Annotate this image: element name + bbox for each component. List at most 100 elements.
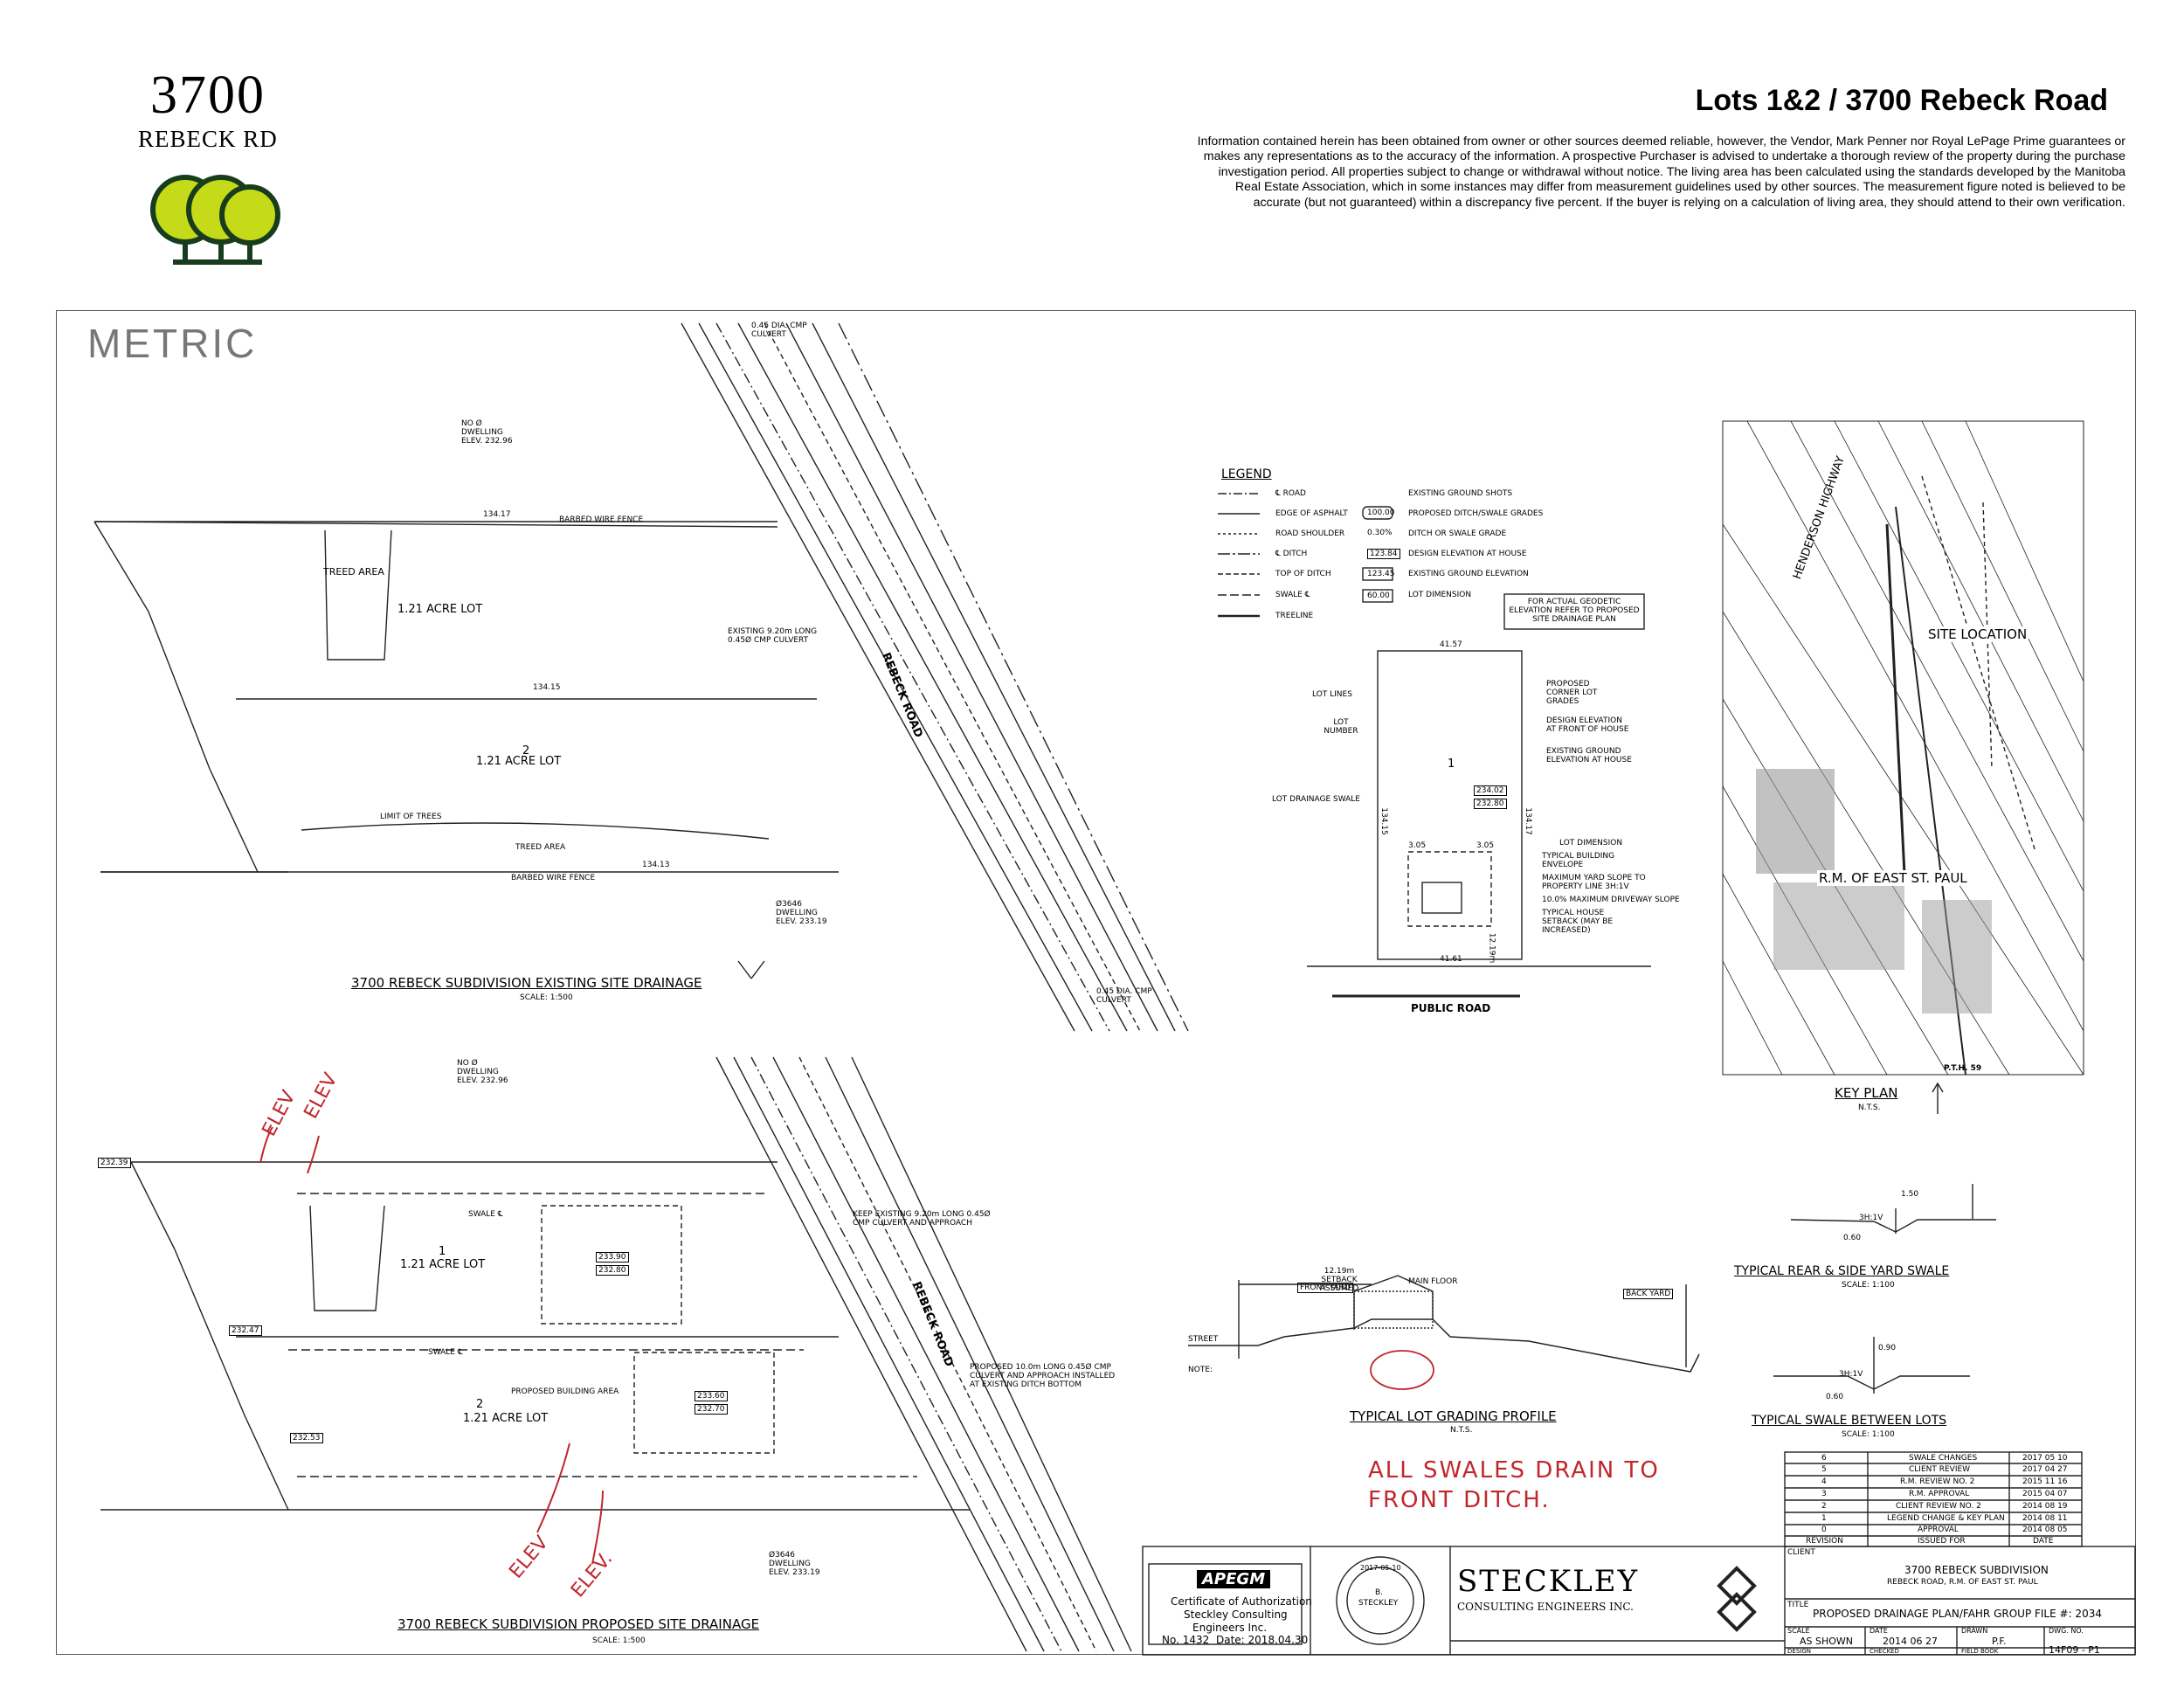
logo-number: 3700 <box>150 66 266 125</box>
between-swale-slope: 3H:1V <box>1839 1370 1863 1379</box>
typical-depth-right: 134.17 <box>1523 807 1532 835</box>
profile-title: TYPICAL LOT GRADING PROFILE <box>1350 1408 1557 1424</box>
typical-design-elev: 234.02 <box>1474 785 1507 796</box>
proposed-swale-label-2: SWALE ℄ <box>468 1210 503 1219</box>
existing-dim-bot: 134.13 <box>642 861 670 869</box>
legend-item: TREELINE <box>1275 612 1314 620</box>
revision-date: 2015 04 07 <box>2022 1490 2068 1498</box>
proposed-grade-c: 232.39 <box>98 1158 131 1168</box>
existing-no-dwelling: NO Ø DWELLING ELEV. 232.96 <box>461 419 513 446</box>
proposed-lot1-number: 1 <box>439 1245 446 1258</box>
profile-back-yard: BACK YARD <box>1623 1289 1674 1299</box>
between-swale-scale: SCALE: 1:100 <box>1842 1430 1895 1439</box>
legend-item: ℄ DITCH <box>1275 550 1308 558</box>
legend-sample: 0.30% <box>1367 529 1393 537</box>
legend-note: FOR ACTUAL GEODETIC ELEVATION REFER TO P… <box>1509 598 1640 624</box>
annotation-swales-note-2: FRONT DITCH. <box>1368 1487 1551 1513</box>
typical-lot-number: 1 <box>1448 758 1455 771</box>
proposed-swale-label: SWALE ℄ <box>428 1348 463 1357</box>
typical-setback: 12.19m <box>1487 932 1496 964</box>
key-plan-pth: P.T.H. 59 <box>1944 1064 1982 1073</box>
revision-issued: CLIENT REVIEW <box>1909 1465 1971 1474</box>
checked-label: CHECKED <box>1870 1648 1899 1655</box>
legend-sample: 123.45 <box>1367 570 1395 578</box>
seal-name-2: STECKLEY <box>1358 1599 1399 1608</box>
rear-swale-depth: 0.60 <box>1843 1234 1862 1242</box>
revision-issued: SWALE CHANGES <box>1909 1454 1978 1463</box>
cert-date: Date: 2018.04.30 <box>1216 1634 1309 1646</box>
proposed-lot1-grade-a: 233.90 <box>596 1252 629 1263</box>
legend-desc: DITCH OR SWALE GRADE <box>1408 529 1507 538</box>
existing-lot2-label: 1.21 ACRE LOT <box>476 755 562 768</box>
revision-number: 5 <box>1821 1465 1827 1474</box>
existing-dim-mid: 134.15 <box>533 683 561 692</box>
revision-date: 2014 08 11 <box>2022 1514 2068 1523</box>
cert-firm-2: Engineers Inc. <box>1192 1622 1268 1634</box>
revision-date: 2014 08 05 <box>2022 1525 2068 1534</box>
existing-dwelling: Ø3646 DWELLING ELEV. 233.19 <box>776 900 827 926</box>
proposed-building-area: PROPOSED BUILDING AREA <box>511 1387 619 1396</box>
typical-side-b: 3.05 <box>1476 841 1495 850</box>
proposed-lot2-label: 1.21 ACRE LOT <box>463 1412 549 1425</box>
typical-label: PROPOSED CORNER LOT GRADES <box>1546 680 1598 706</box>
existing-culvert-top: 0.45 DIA. CMP CULVERT <box>751 322 807 339</box>
revision-date: 2017 05 10 <box>2022 1454 2068 1463</box>
cert-title: Certificate of Authorization <box>1171 1595 1312 1608</box>
key-plan-title: KEY PLAN <box>1835 1085 1898 1101</box>
key-plan-nts: N.T.S. <box>1858 1103 1881 1112</box>
proposed-grade-a: 232.47 <box>229 1325 262 1336</box>
legend-sample: 123.84 <box>1367 549 1400 559</box>
proposed-dwelling: Ø3646 DWELLING ELEV. 233.19 <box>769 1551 820 1577</box>
proposed-lot2-grade-b: 232.70 <box>695 1404 728 1415</box>
proposed-no-dwelling: NO Ø DWELLING ELEV. 232.96 <box>457 1059 508 1085</box>
company-name: STECKLEY <box>1457 1564 1640 1599</box>
proposed-grade-b: 232.53 <box>290 1433 323 1443</box>
cert-firm-1: Steckley Consulting <box>1184 1608 1288 1621</box>
key-plan-municipality: R.M. OF EAST ST. PAUL <box>1817 870 1969 886</box>
revision-issued: LEGEND CHANGE & KEY PLAN <box>1887 1514 2005 1523</box>
existing-plan-title: 3700 REBECK SUBDIVISION EXISTING SITE DR… <box>351 975 702 991</box>
proposed-plan-scale: SCALE: 1:500 <box>592 1636 646 1645</box>
legend-sample: 100.00 <box>1367 508 1395 517</box>
typical-label: DESIGN ELEVATION AT FRONT OF HOUSE <box>1546 716 1629 734</box>
revision-header: ISSUED FOR <box>1918 1537 1966 1546</box>
legend-desc: PROPOSED DITCH/SWALE GRADES <box>1408 509 1544 518</box>
revision-issued: CLIENT REVIEW NO. 2 <box>1896 1502 1981 1511</box>
rear-swale-width: 1.50 <box>1901 1190 1919 1199</box>
revision-header: DATE <box>2033 1537 2054 1546</box>
cert-number: No. 1432 <box>1162 1634 1210 1646</box>
rear-swale-scale: SCALE: 1:100 <box>1842 1281 1895 1290</box>
revision-number: 3 <box>1821 1490 1827 1498</box>
seal-name: B. <box>1375 1588 1384 1597</box>
typical-label: LOT LINES <box>1312 690 1352 699</box>
sheet-title: PROPOSED DRAINAGE PLAN/FAHR GROUP FILE #… <box>1813 1608 2102 1620</box>
title-label: TITLE <box>1787 1601 1809 1609</box>
between-swale-depth: 0.60 <box>1826 1393 1844 1401</box>
existing-fence-label-2: BARBED WIRE FENCE <box>511 874 596 882</box>
legend-item: ℄ ROAD <box>1275 489 1306 498</box>
existing-fence-label: BARBED WIRE FENCE <box>559 515 644 524</box>
existing-trees-label: LIMIT OF TREES <box>380 813 442 821</box>
revision-issued: APPROVAL <box>1918 1525 1959 1534</box>
proposed-lot2-number: 2 <box>476 1398 484 1411</box>
legend-desc: EXISTING GROUND SHOTS <box>1408 489 1513 498</box>
key-plan-site: SITE LOCATION <box>1926 626 2029 642</box>
revision-number: 2 <box>1821 1502 1827 1511</box>
legend-item: TOP OF DITCH <box>1275 570 1331 578</box>
design-label: DESIGN <box>1787 1648 1811 1655</box>
legend-desc: EXISTING GROUND ELEVATION <box>1408 570 1529 578</box>
typical-label: LOT DRAINAGE SWALE <box>1272 795 1360 804</box>
existing-lot1-label: 1.21 ACRE LOT <box>397 603 483 616</box>
typical-label: TYPICAL HOUSE SETBACK (MAY BE INCREASED) <box>1542 909 1614 935</box>
typical-width-bot: 41.61 <box>1440 955 1462 964</box>
existing-culvert-note: EXISTING 9.20m LONG 0.45Ø CMP CULVERT <box>728 627 818 645</box>
existing-plan-scale: SCALE: 1:500 <box>520 993 573 1002</box>
typical-label: 10.0% MAXIMUM DRIVEWAY SLOPE <box>1542 896 1680 904</box>
typical-ground-elev: 232.80 <box>1474 799 1507 809</box>
revision-number: 1 <box>1821 1514 1827 1523</box>
revision-date: 2017 04 27 <box>2022 1465 2068 1474</box>
rear-swale-title: TYPICAL REAR & SIDE YARD SWALE <box>1734 1264 1950 1278</box>
revision-date: 2015 11 16 <box>2022 1477 2068 1486</box>
proposed-new-culvert: PROPOSED 10.0m LONG 0.45Ø CMP CULVERT AN… <box>970 1363 1116 1389</box>
